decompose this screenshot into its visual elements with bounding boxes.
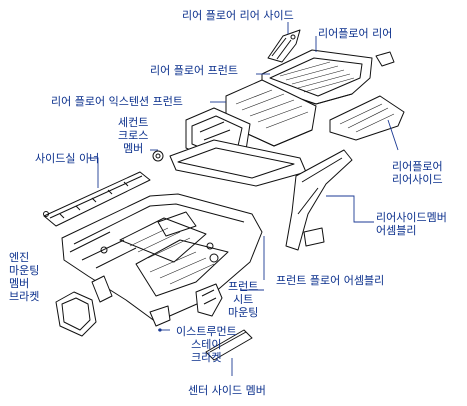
label-rear-floor-rear-side: 리어 플로어 리어 사이드 (182, 9, 294, 22)
label-engine-mounting-bracket: 엔진 마운팅 멤버 브라켓 (9, 251, 39, 303)
part-front-seat-mounting (195, 283, 223, 317)
label-line: 어셈블리 (376, 224, 417, 237)
label-line: 리어사이드 (392, 173, 443, 186)
part-rear-floor-rear-side-right (329, 95, 405, 141)
label-line: 시트 (233, 293, 254, 306)
part-instrument-stay-bracket (149, 305, 171, 327)
label-side-sill-inner: 사이드실 이너 (35, 152, 100, 165)
label-rear-floor-extension-front: 리어 플로어 익스텐션 프런트 (51, 95, 183, 108)
label-line: 세컨트 (118, 116, 149, 129)
label-front-seat-mounting: 프런트 시트 마운팅 (228, 280, 258, 319)
part-rear-floor-rear-side (267, 29, 301, 63)
label-line: 크라켓 (191, 351, 222, 364)
label-line: 엔진 (9, 251, 30, 264)
label-rear-floor-rear-side-2: 리어플로어 리어사이드 (392, 160, 443, 186)
label-line: 마운팅 (228, 306, 259, 319)
label-line: 브라켓 (9, 290, 40, 303)
label-line: 멤버 (123, 142, 144, 155)
label-line: 크로스 (118, 129, 149, 142)
leader-lines (88, 22, 399, 376)
label-instrument-stay-bracket: 이스트루먼트 스테이 크라켓 (176, 325, 237, 364)
part-rear-side-member-assy (285, 149, 353, 251)
label-line: 이스트루먼트 (176, 325, 237, 338)
label-second-cross-member: 세컨트 크로스 멤버 (118, 116, 148, 155)
part-second-cross-member (152, 139, 307, 187)
label-line: 프런트 (228, 280, 259, 293)
part-rear-floor-rear (261, 49, 395, 105)
label-line: 리어사이드멤버 (376, 211, 447, 224)
label-rear-side-member-assy: 리어사이드멤버 어셈블리 (376, 211, 447, 237)
part-engine-mounting-bracket (55, 275, 113, 337)
label-center-side-member: 센터 사이드 멤버 (188, 384, 266, 397)
label-line: 마운팅 (9, 264, 40, 277)
label-line: 리어플로어 (392, 160, 443, 173)
part-side-sill-inner (43, 171, 151, 227)
part-center-side-member (205, 329, 253, 361)
label-front-floor-assy: 프런트 플로어 어셈블리 (276, 274, 385, 287)
label-line: 멤버 (9, 277, 30, 290)
label-rear-floor-rear: 리어플로어 리어 (318, 27, 393, 40)
label-rear-floor-front: 리어 플로어 프런트 (150, 64, 238, 77)
label-line: 스테이 (191, 338, 222, 351)
